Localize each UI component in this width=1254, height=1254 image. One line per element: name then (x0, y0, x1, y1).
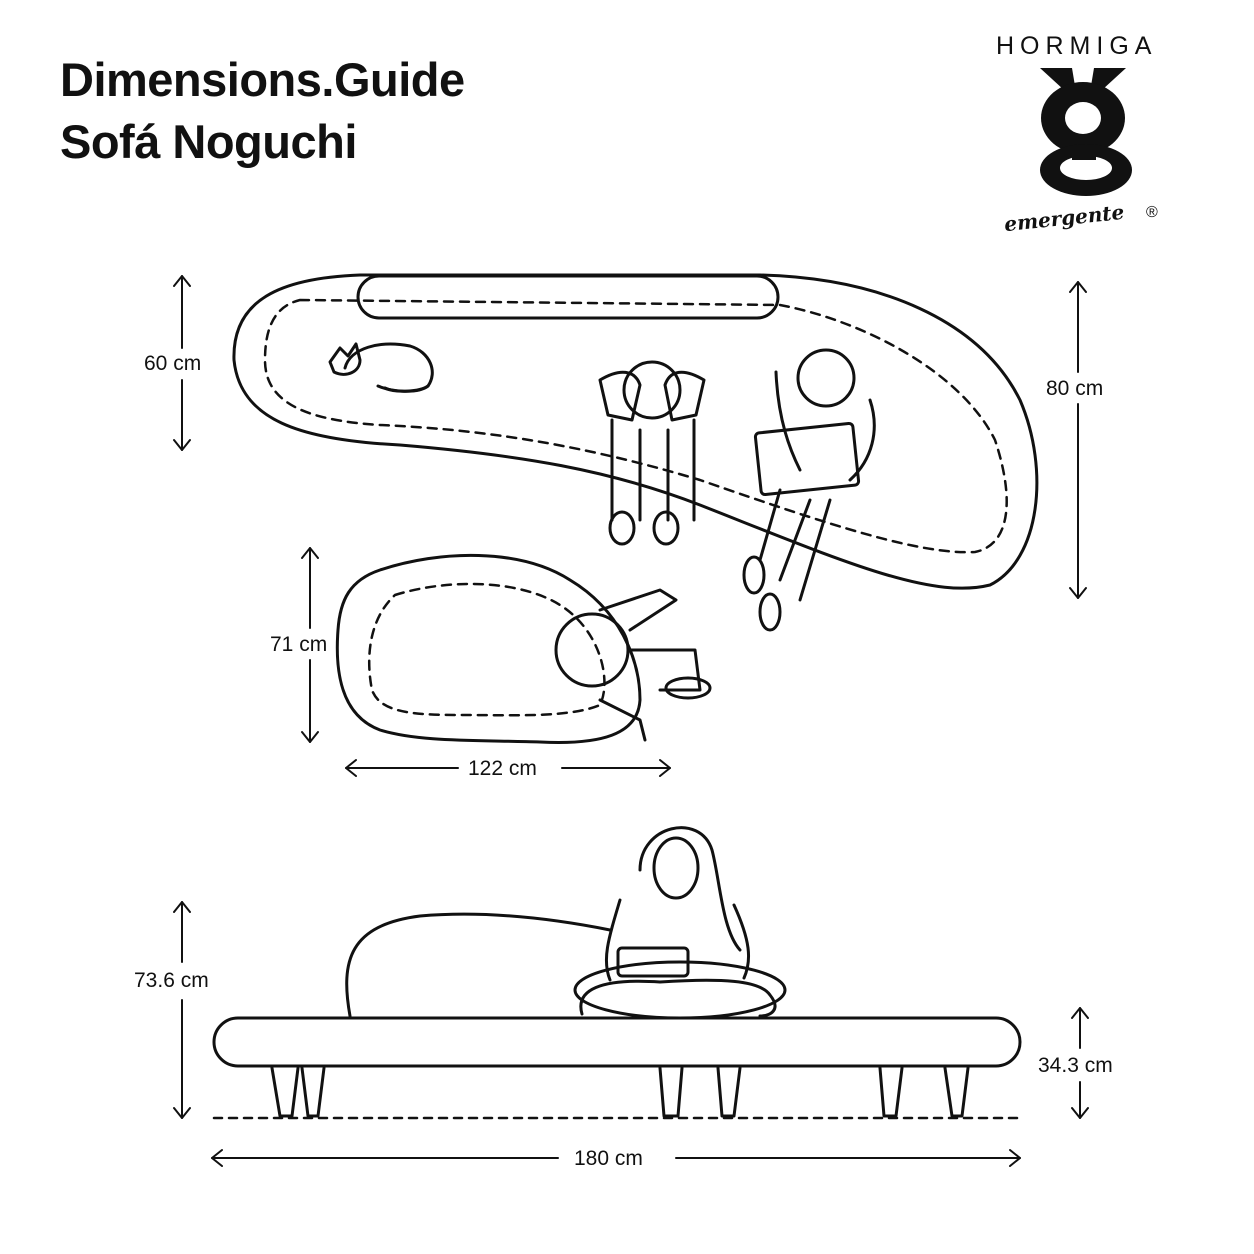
dim-arrow-71 (301, 547, 319, 743)
page-title: Dimensions.Guide (60, 53, 465, 106)
person-woman-icon (742, 348, 876, 632)
sofa-top-seam (263, 298, 1008, 554)
dim-arrow-80 (1069, 281, 1087, 599)
ottoman-seam (367, 582, 606, 717)
dim-arrow-180 (211, 1149, 1021, 1167)
dim-seat-height: 34.3 cm (1034, 1055, 1117, 1076)
dim-arrow-34 (1071, 1007, 1089, 1119)
registered-mark: ® (1146, 204, 1158, 221)
ottoman-outline (335, 553, 642, 744)
sofa-top-outline (232, 273, 1039, 590)
product-name: Sofá Noguchi (60, 115, 357, 168)
dim-ottoman-depth: 71 cm (266, 634, 332, 655)
dim-length: 180 cm (570, 1148, 647, 1169)
person-front-icon (573, 826, 787, 1020)
dim-ottoman-width: 122 cm (464, 758, 541, 779)
person-man-icon (598, 360, 706, 546)
dim-total-depth: 80 cm (1042, 378, 1108, 399)
person-sitting-icon (554, 588, 712, 742)
cat-icon (328, 342, 434, 393)
dim-arrow-122 (345, 759, 671, 777)
dim-arrow-73 (173, 901, 191, 1119)
dim-seat-depth: 60 cm (140, 353, 206, 374)
sofa-side-back (345, 912, 612, 1018)
ant-g-logo-icon (1040, 68, 1132, 196)
dim-arrow-60 (173, 275, 191, 451)
dim-height: 73.6 cm (130, 970, 213, 991)
sofa-side-seat (212, 1016, 1022, 1068)
backrest-cushion (356, 274, 780, 320)
sofa-legs (270, 1066, 970, 1118)
brand-name: HORMIGA (996, 32, 1158, 60)
